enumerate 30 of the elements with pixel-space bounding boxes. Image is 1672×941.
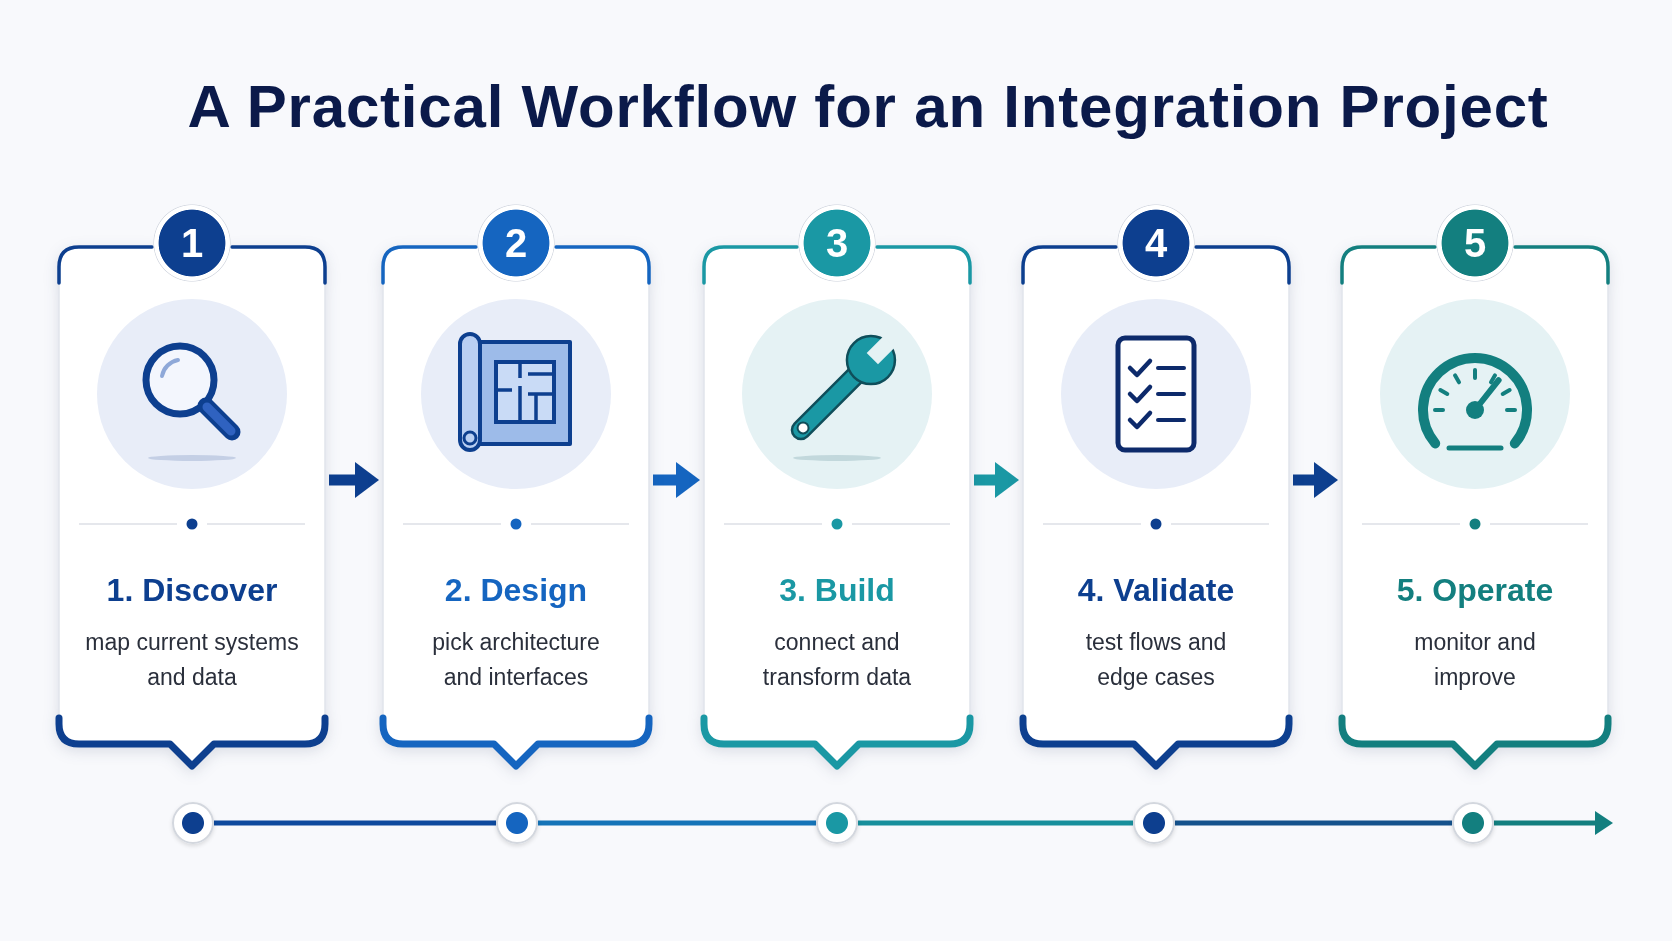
arrow (1494, 811, 1613, 835)
timeline-dot (1133, 802, 1175, 844)
step-number: 1 (153, 204, 231, 282)
step-number: 5 (1436, 204, 1514, 282)
block-arrow (1293, 462, 1338, 498)
step-title: 2. Design (444, 571, 588, 609)
step-number: 2 (477, 204, 555, 282)
connector-line (214, 820, 496, 826)
connector-line (538, 820, 816, 826)
step-description: pick architecture and interfaces (431, 628, 601, 692)
timeline-dot (496, 802, 538, 844)
connector-line (1175, 820, 1452, 826)
step-number: 4 (1117, 204, 1195, 282)
step-title: 1. Discover (106, 571, 278, 609)
step-number: 3 (798, 204, 876, 282)
block-arrow (974, 462, 1019, 498)
step-title: 5. Operate (1396, 571, 1554, 609)
step-title: 3. Build (779, 571, 895, 609)
step-description: test flows and edge cases (1084, 628, 1228, 692)
timeline-dot (1452, 802, 1494, 844)
step-description: connect and transform data (761, 628, 913, 692)
step-title: 4. Validate (1077, 571, 1235, 609)
step-description: map current systems and data (84, 628, 300, 692)
block-arrow (653, 462, 700, 498)
title: A Practical Workflow for an Integration Project (187, 72, 1549, 142)
step-description: monitor and improve (1413, 628, 1537, 692)
block-arrow (329, 462, 379, 498)
timeline-dot (172, 802, 214, 844)
timeline-dot (816, 802, 858, 844)
connector-line (858, 820, 1133, 826)
